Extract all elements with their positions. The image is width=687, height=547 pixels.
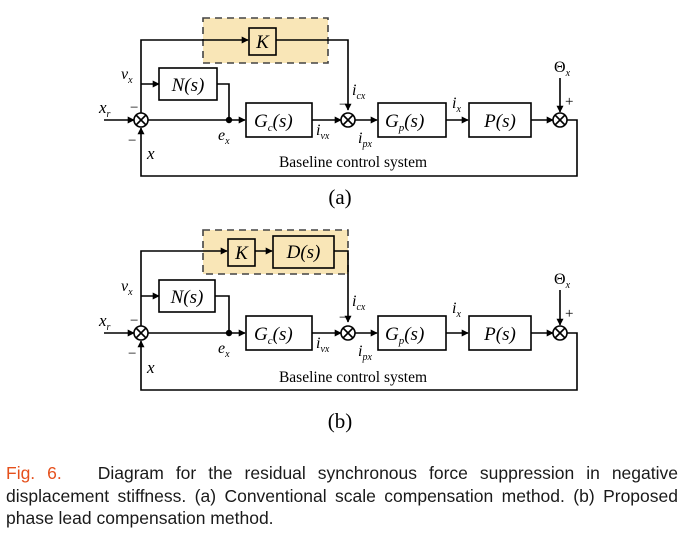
block-n-a: [158, 67, 218, 101]
figure-caption: Fig. 6. Diagram for the residual synchro…: [6, 462, 678, 530]
label-theta-b: Θx: [554, 271, 571, 291]
sign-minus-2-a: −: [128, 133, 136, 149]
wire-feedback-a: [137, 119, 578, 177]
label-theta-a: Θx: [554, 59, 571, 79]
block-gc-a: [245, 102, 313, 138]
baseline-label-b: Baseline control system: [279, 369, 427, 386]
subfigure-label-a: (a): [328, 185, 351, 209]
figure-caption-text: Diagram for the residual synchronous for…: [6, 463, 678, 528]
label-gc-a: Gc(s): [254, 111, 293, 134]
sign-minus-1-a: −: [130, 100, 138, 116]
label-xr-a: xr: [98, 98, 111, 120]
label-vx-a: vx: [121, 66, 133, 86]
baseline-label-a: Baseline control system: [279, 154, 427, 171]
pickoff-dot-a: [225, 116, 233, 124]
wire-kpath-in-b: [140, 247, 228, 333]
block-d-b: [272, 235, 335, 269]
wire-n-out-a: [217, 83, 230, 120]
diagram-a: [104, 17, 578, 177]
block-k-b: [227, 238, 256, 267]
label-ix-b: ix: [452, 300, 461, 320]
block-gp-b: [377, 315, 447, 351]
sign-plus-a: +: [565, 94, 573, 110]
wire-feedback-b: [137, 332, 578, 391]
label-p-a: P(s): [483, 111, 516, 132]
label-n-a: N(s): [171, 75, 205, 96]
label-ivx-b: ivx: [316, 335, 330, 355]
label-p-b: P(s): [483, 324, 516, 345]
label-ipx-a: ipx: [358, 130, 372, 150]
sign-plus-b: +: [565, 306, 573, 322]
label-ex-a: ex: [218, 127, 230, 147]
label-x-fb-b: x: [146, 358, 155, 377]
block-k-a: [248, 27, 277, 56]
label-ex-b: ex: [218, 340, 230, 360]
block-n-b: [158, 279, 216, 313]
wire-kpath-in-a: [140, 36, 249, 120]
label-gc-b: Gc(s): [254, 324, 293, 347]
label-ipx-b: ipx: [358, 343, 372, 363]
sign-minus-3-a: −: [339, 97, 347, 113]
labels-a: K N(s) Gc(s) Gp(s) P(s) vx xr x ex icx i…: [98, 32, 573, 209]
label-gp-a: Gp(s): [385, 111, 424, 134]
label-icx-b: icx: [352, 293, 366, 313]
subfigure-label-b: (b): [328, 409, 353, 433]
label-gp-b: Gp(s): [385, 324, 424, 347]
label-d-b: D(s): [286, 242, 321, 263]
sign-minus-2-b: −: [128, 346, 136, 362]
wire-kpath-out-a: [276, 39, 352, 111]
sign-minus-1-b: −: [130, 313, 138, 329]
label-k-a: K: [255, 32, 270, 53]
label-vx-b: vx: [121, 278, 133, 298]
wire-n-out-b: [215, 295, 230, 333]
label-k-b: K: [234, 243, 249, 264]
label-ivx-a: ivx: [316, 122, 330, 142]
block-gp-a: [377, 102, 447, 138]
diagram-b: [104, 229, 578, 391]
pickoff-dot-b: [225, 329, 233, 337]
label-n-b: N(s): [170, 287, 204, 308]
figure-number: Fig. 6.: [6, 463, 62, 483]
label-icx-a: icx: [352, 82, 366, 102]
block-p-b: [468, 315, 532, 351]
label-ix-a: ix: [452, 95, 461, 115]
label-x-fb-a: x: [146, 144, 155, 163]
wire-d-out-b: [334, 250, 352, 323]
labels-b: K D(s) N(s) Gc(s) Gp(s) P(s) vx xr x ex …: [98, 242, 573, 433]
sign-minus-3-b: −: [339, 310, 347, 326]
label-xr-b: xr: [98, 311, 111, 333]
